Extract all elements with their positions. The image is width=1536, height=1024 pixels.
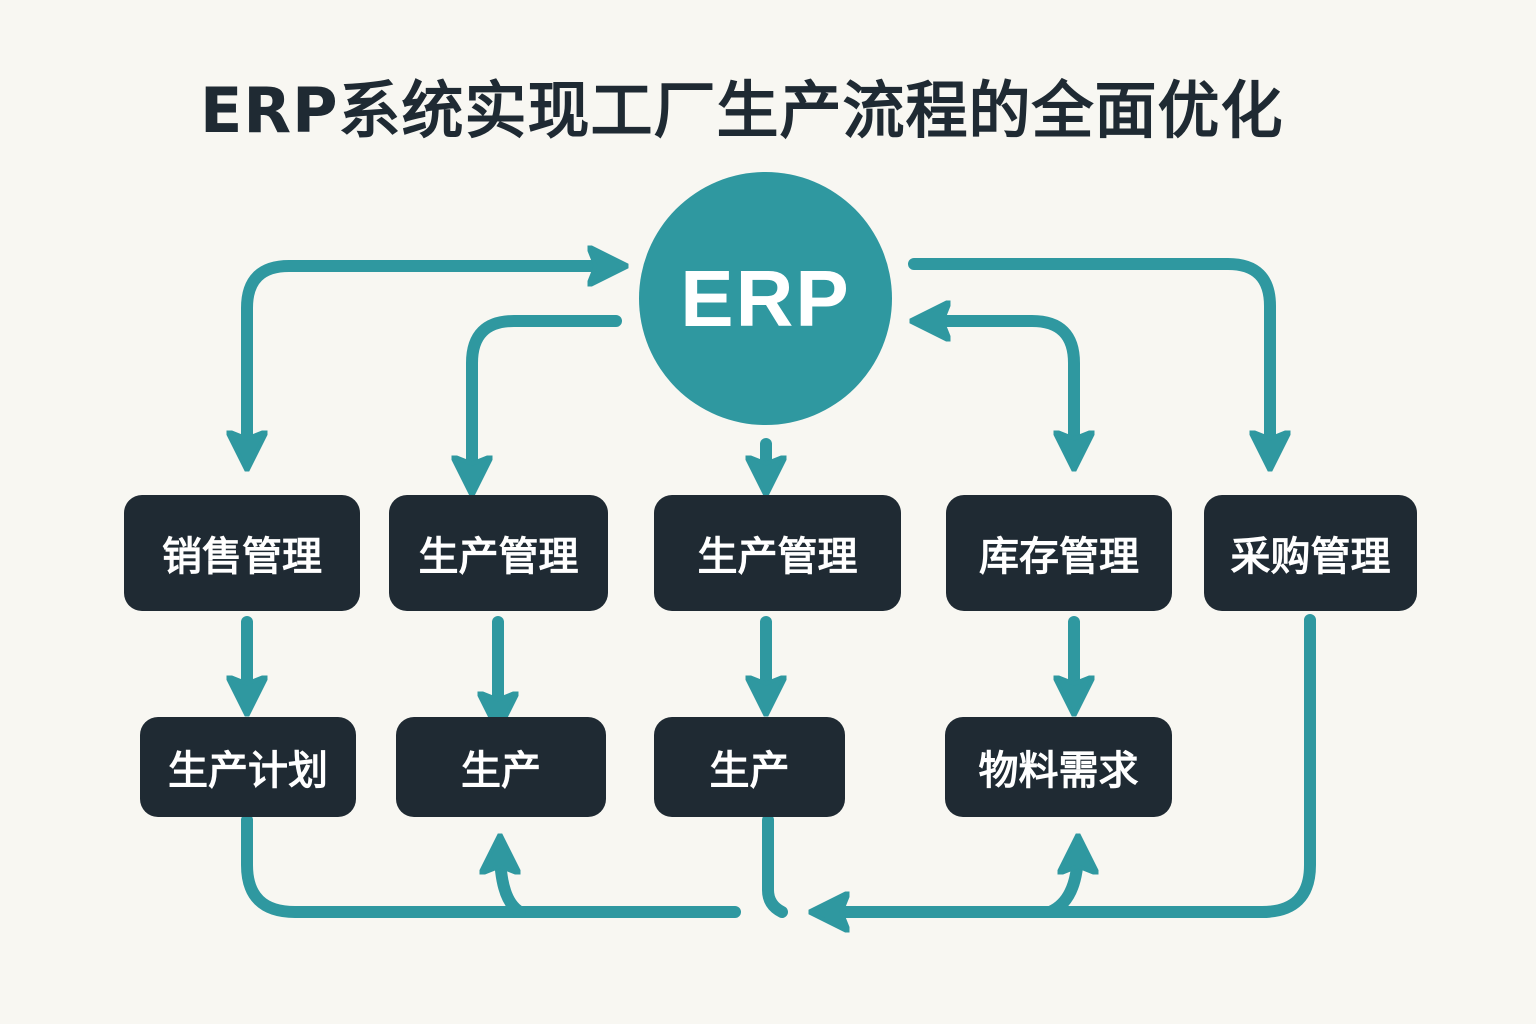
step-production-2[interactable]: 生产 [654,717,845,817]
erp-hub-label: ERP [680,253,851,343]
erp-hub[interactable]: ERP [639,172,892,425]
step-label: 生产计划 [168,748,328,794]
arrow-erp-inventory [926,321,1074,455]
step-production-plan[interactable]: 生产计划 [140,717,356,817]
module-label: 销售管理 [162,534,322,580]
step-production-1[interactable]: 生产 [396,717,606,817]
module-label: 库存管理 [979,534,1139,580]
arrow-production-plan-production-1 [241,814,741,918]
module-sales[interactable]: 销售管理 [124,495,360,611]
module-label: 生产管理 [697,534,858,580]
arrow-erp-production-mgmt-1 [472,315,622,480]
arrow-production-2-down [762,814,788,918]
diagram-title: ERP系统实现工厂生产流程的全面优化 [200,74,1284,147]
module-production-mgmt-2[interactable]: 生产管理 [654,495,901,611]
arrow-procurement-loop [825,614,1316,912]
step-label: 生产 [461,748,541,794]
arrow-loop-up-production-1 [500,850,526,918]
step-material-demand[interactable]: 物料需求 [945,717,1172,817]
module-label: 生产管理 [418,534,579,580]
step-label: 生产 [709,748,790,794]
arrow-sales-erp [247,266,612,455]
module-label: 采购管理 [1230,534,1391,580]
step-label: 物料需求 [978,748,1139,794]
module-procurement[interactable]: 采购管理 [1204,495,1417,611]
arrow-erp-procurement [908,258,1270,455]
arrow-loop-up-material-demand [1044,850,1078,918]
module-production-mgmt-1[interactable]: 生产管理 [389,495,608,611]
module-inventory[interactable]: 库存管理 [946,495,1172,611]
